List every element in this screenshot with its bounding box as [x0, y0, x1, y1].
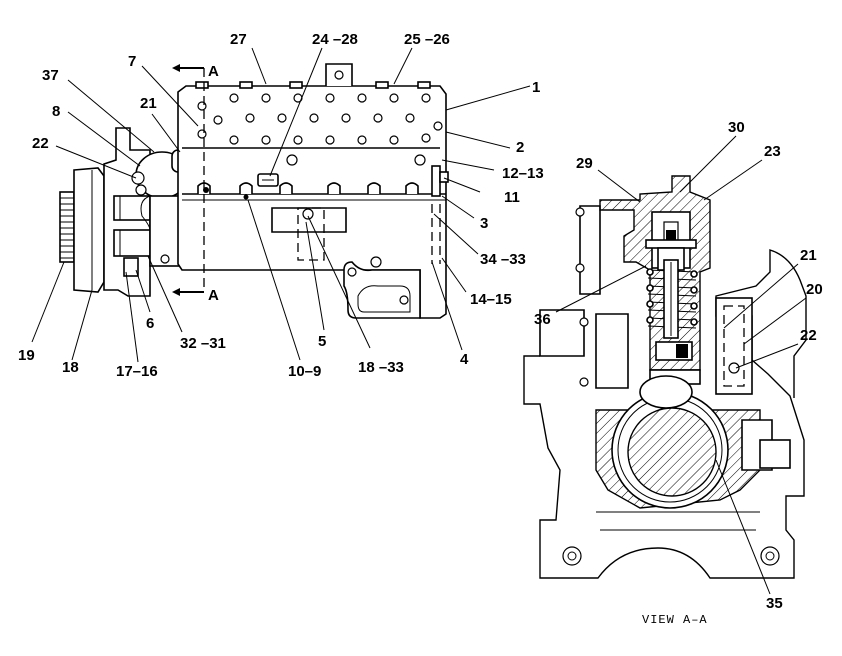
- callout-35: 35: [766, 595, 783, 612]
- callout-6: 6: [146, 315, 154, 332]
- callout-22-left: 22: [32, 135, 49, 152]
- callout-21-right: 21: [800, 247, 817, 264]
- callout-27: 27: [230, 31, 247, 48]
- view-caption: VIEW A–A: [642, 613, 708, 627]
- callout-18-33: 18 –33: [358, 359, 404, 376]
- callout-labels: 27 24 –28 25 –26 7 37 21 8 22 1 2 12–13 …: [18, 31, 823, 612]
- callout-32-31: 32 –31: [180, 335, 226, 352]
- callout-36: 36: [534, 311, 551, 328]
- callout-8: 8: [52, 103, 60, 120]
- callout-23: 23: [764, 143, 781, 160]
- callout-10-9: 10–9: [288, 363, 321, 380]
- pump-side-view: A A: [59, 63, 449, 319]
- callout-29: 29: [576, 155, 593, 172]
- callout-19: 19: [18, 347, 35, 364]
- callout-30: 30: [728, 119, 745, 136]
- callout-1: 1: [532, 79, 540, 96]
- callout-34-33: 34 –33: [480, 251, 526, 268]
- callout-22-right: 22: [800, 327, 817, 344]
- section-marker-top: A: [208, 63, 219, 80]
- callout-12-13: 12–13: [502, 165, 544, 182]
- leader-lines: [31, 47, 807, 595]
- callout-2: 2: [516, 139, 524, 156]
- callout-14-15: 14–15: [470, 291, 512, 308]
- callout-24-28: 24 –28: [312, 31, 358, 48]
- callout-4: 4: [460, 351, 469, 368]
- callout-20: 20: [806, 281, 823, 298]
- section-marker-bottom: A: [208, 287, 219, 304]
- callout-37: 37: [42, 67, 59, 84]
- callout-11: 11: [504, 189, 520, 206]
- callout-18: 18: [62, 359, 79, 376]
- callout-17-16: 17–16: [116, 363, 158, 380]
- callout-25-26: 25 –26: [404, 31, 450, 48]
- callout-7: 7: [128, 53, 136, 70]
- section-view-a-a: [523, 175, 807, 579]
- callout-5: 5: [318, 333, 326, 350]
- callout-3: 3: [480, 215, 488, 232]
- callout-21-left: 21: [140, 95, 157, 112]
